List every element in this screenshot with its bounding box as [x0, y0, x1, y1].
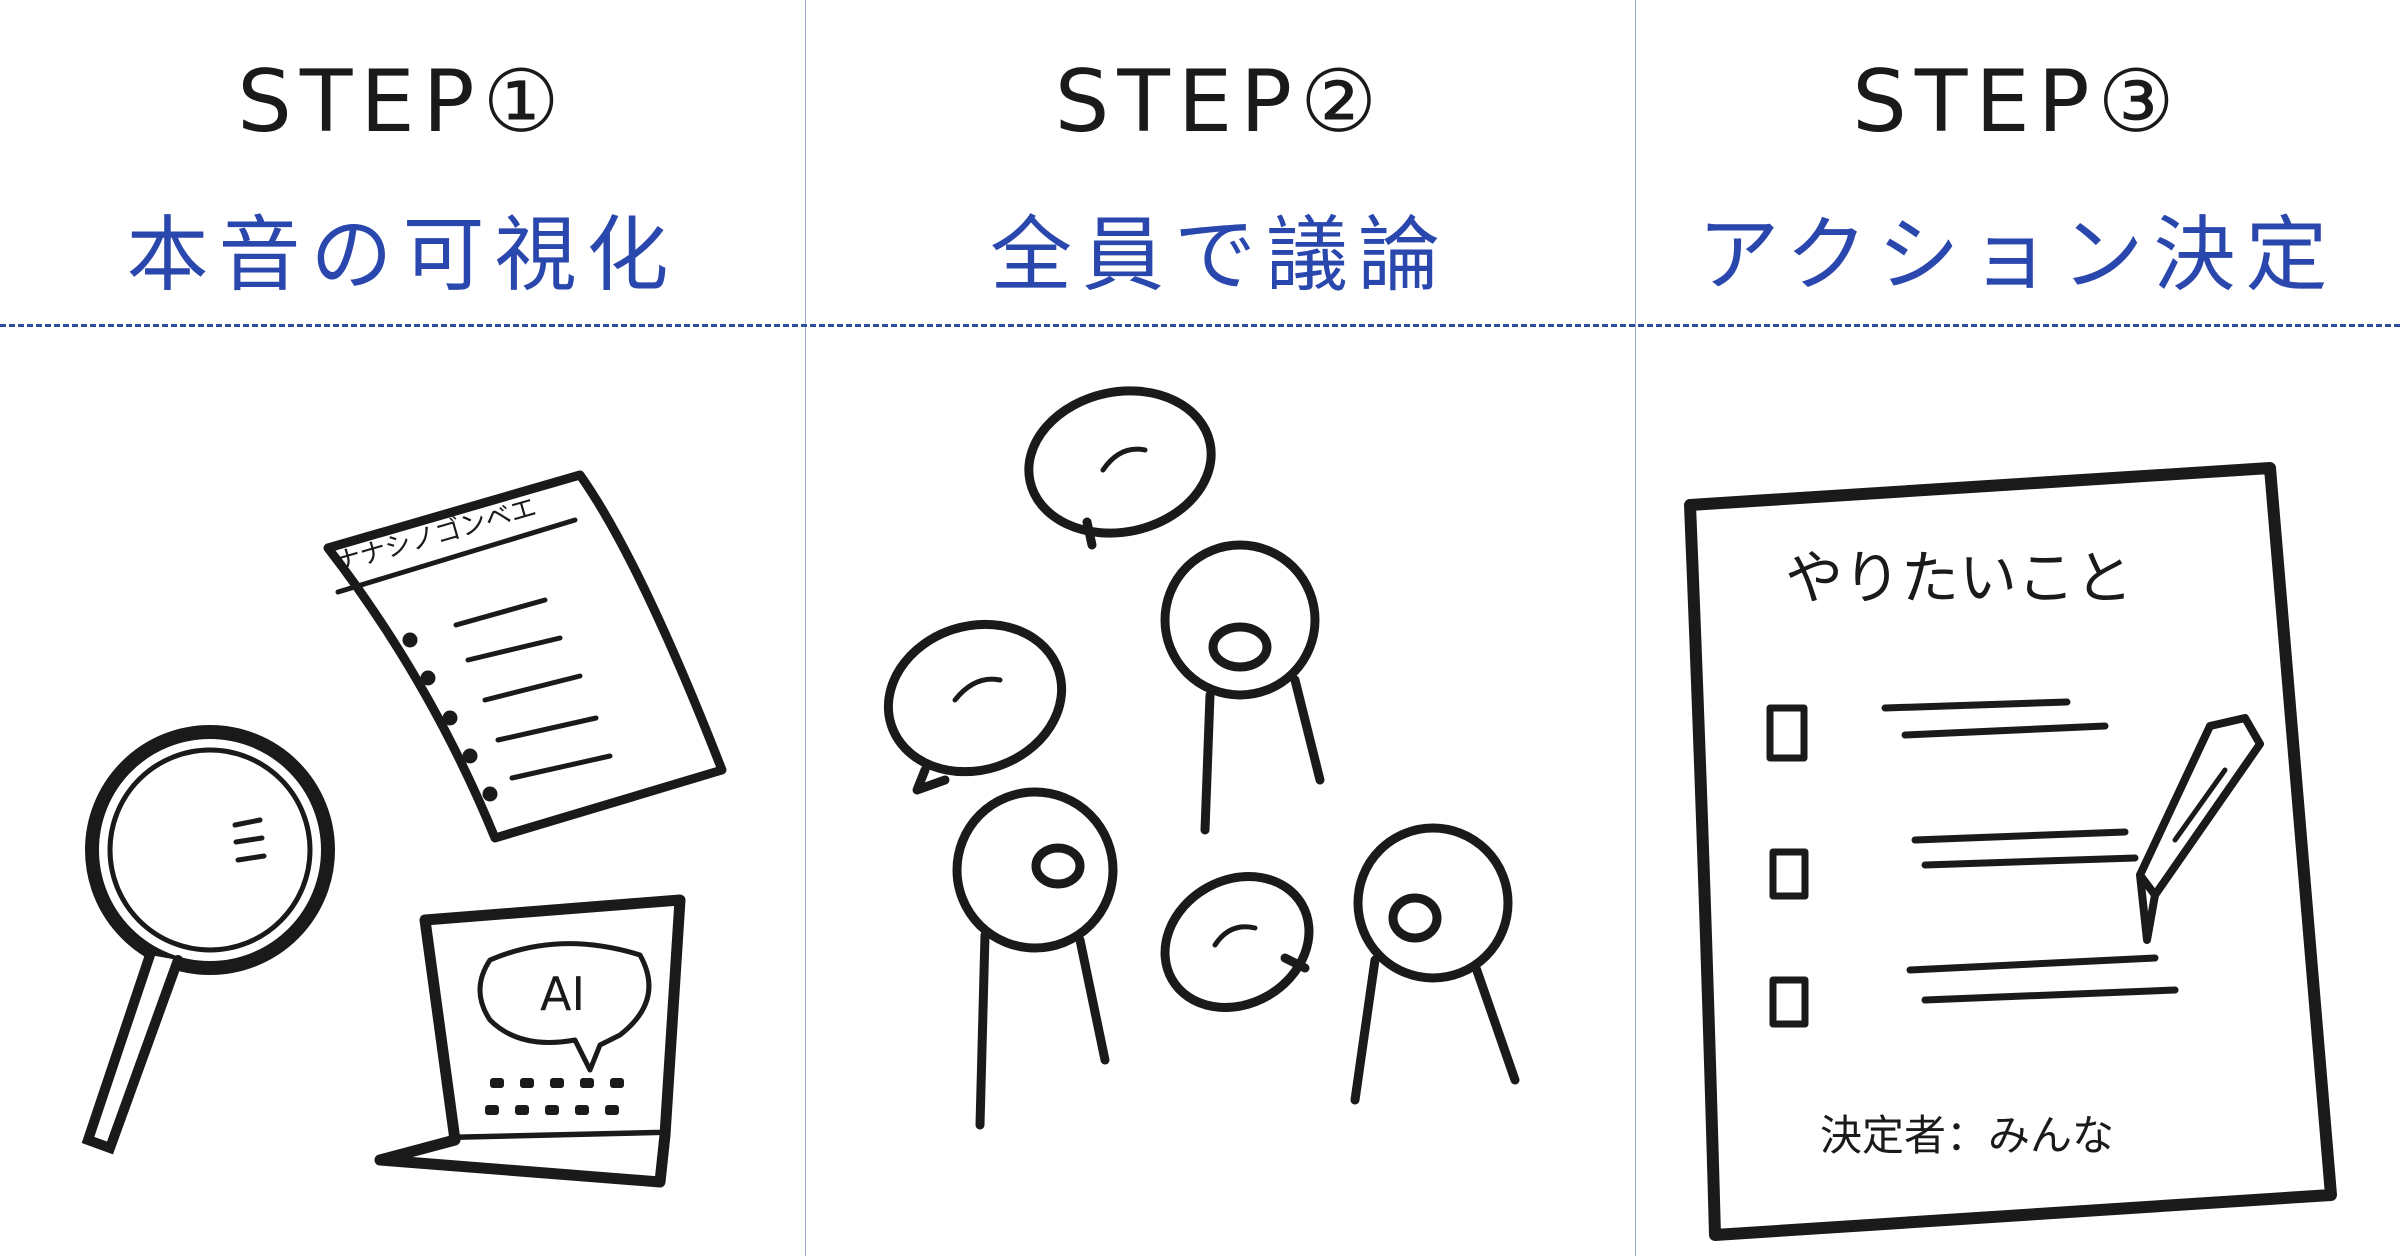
column-divider [805, 0, 806, 1256]
magnifier-icon [81, 725, 335, 1155]
pencil-icon [2136, 714, 2264, 944]
laptop-icon [374, 894, 686, 1188]
owner-line: 決定者：みんな [1820, 1111, 2114, 1160]
step-label: STEP① [237, 52, 568, 152]
step-3-panel: STEP③ アクション決定 やりたいこと 決定者：みんな [1635, 0, 2400, 1256]
sheet-title: やりたいこと [1785, 544, 2133, 612]
person-icon [952, 787, 1118, 1130]
sheet-outline [1684, 462, 2337, 1241]
person-icon [1160, 540, 1325, 835]
step-1-illustration: ナナシノゴンベエ AI [81, 470, 727, 1188]
column-divider [1635, 0, 1636, 1256]
speech-bubble-icon [883, 619, 1067, 795]
checkbox-icon [1766, 704, 1809, 1028]
speech-bubble-icon [1024, 386, 1216, 550]
person-icon [1350, 823, 1520, 1105]
step-label: STEP③ [1852, 52, 2183, 152]
laptop-screen-text: AI [540, 967, 585, 1021]
step-label: STEP② [1054, 52, 1386, 152]
step-2-illustration [883, 386, 1520, 1130]
step-3-illustration: やりたいこと 決定者：みんな [1684, 462, 2337, 1241]
step-2-panel: STEP② 全員で議論 [805, 0, 1635, 1256]
list-lines [1881, 698, 2179, 1004]
header-divider [0, 324, 2400, 327]
document-icon [323, 470, 727, 843]
speech-bubble-icon [1160, 872, 1314, 1012]
step-title: 本音の可視化 [126, 208, 679, 303]
step-title: 全員で議論 [989, 208, 1450, 303]
step-1-panel: STEP① 本音の可視化 ナナシノゴンベエ [0, 0, 805, 1256]
step-title: アクション決定 [1697, 208, 2338, 303]
